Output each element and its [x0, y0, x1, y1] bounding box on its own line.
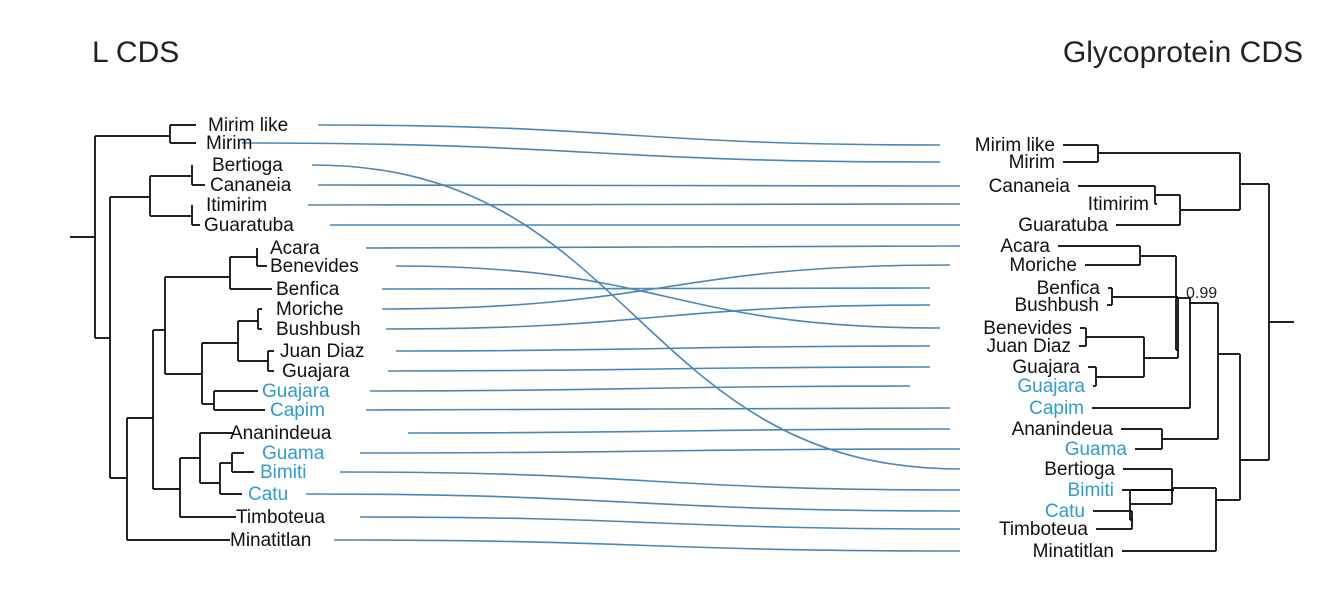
left-taxon-label: Bimiti: [260, 462, 306, 483]
right-taxon-label: Juan Diaz: [987, 336, 1072, 357]
left-taxon-label: Timboteua: [236, 507, 325, 528]
taxon-connector-line: [395, 345, 931, 352]
left-taxon-label: Bushbush: [276, 319, 361, 340]
taxon-connector-line: [359, 448, 961, 454]
left-taxon-label: Guajara: [282, 361, 350, 382]
taxon-connector-line: [307, 203, 961, 206]
right-taxon-label: Mirim: [1009, 152, 1055, 173]
right-taxon-label: Benfica: [1037, 278, 1101, 299]
left-taxon-label: Bertioga: [212, 155, 283, 176]
left-taxon-label: Itimirim: [206, 195, 267, 216]
right-taxon-label: Timboteua: [999, 519, 1088, 540]
left-taxon-label: Benevides: [270, 256, 359, 277]
support-value: 0.99: [1186, 285, 1217, 302]
taxon-connector-line: [385, 304, 931, 330]
left-taxon-label: Mirim like: [208, 115, 288, 136]
right-taxon-label: Acara: [1000, 236, 1050, 257]
taxon-connector-line: [365, 407, 951, 411]
right-taxon-label: Ananindeua: [1012, 419, 1114, 440]
right-taxon-label: Bushbush: [1014, 295, 1099, 316]
taxon-connector-line: [381, 264, 951, 310]
left-taxon-label: Minatitlan: [230, 530, 311, 551]
right-taxon-label: Guajara: [1012, 357, 1080, 378]
left-taxon-label: Juan Diaz: [280, 341, 365, 362]
left-taxon-label: Moriche: [276, 299, 344, 320]
taxon-connector-line: [317, 184, 961, 187]
taxon-connector-line: [339, 471, 961, 491]
right-taxon-label: Bertioga: [1044, 459, 1115, 480]
left-taxon-labels: Mirim likeMirimBertiogaCananeiaItimirimG…: [204, 115, 365, 551]
left-taxon-label: Guajara: [262, 381, 330, 402]
right-tree: [1058, 144, 1294, 552]
left-tree-title: L CDS: [92, 36, 179, 69]
left-taxon-label: Catu: [248, 484, 288, 505]
right-taxon-label: Guajara: [1017, 376, 1085, 397]
right-taxon-label: Itimirim: [1088, 194, 1149, 215]
right-taxon-label: Benevides: [983, 318, 1072, 339]
right-taxon-label: Catu: [1045, 501, 1085, 522]
right-taxon-label: Capim: [1029, 398, 1084, 419]
taxon-connector-line: [317, 124, 941, 146]
right-taxon-label: Bimiti: [1068, 480, 1114, 501]
right-taxon-label: Mirim like: [975, 135, 1055, 156]
left-taxon-label: Guama: [262, 443, 325, 464]
right-taxon-label: Guama: [1065, 439, 1128, 460]
taxon-connector-line: [407, 428, 951, 434]
right-taxon-labels: Mirim likeMirimCananeiaItimirimGuaratuba…: [975, 135, 1149, 562]
right-taxon-label: Cananeia: [989, 176, 1071, 197]
taxon-connector-line: [305, 493, 961, 512]
left-taxon-label: Guaratuba: [204, 215, 294, 236]
connector-lines: [241, 124, 961, 552]
left-taxon-label: Mirim: [206, 133, 252, 154]
taxon-connector-line: [365, 245, 961, 249]
taxon-connector-line: [395, 265, 941, 329]
right-taxon-label: Minatitlan: [1033, 541, 1114, 562]
left-taxon-label: Capim: [270, 400, 325, 421]
right-taxon-label: Moriche: [1009, 255, 1077, 276]
left-taxon-label: Acara: [270, 238, 320, 259]
left-tree: [70, 124, 274, 541]
left-taxon-label: Benfica: [276, 279, 340, 300]
taxon-connector-line: [369, 385, 911, 392]
left-taxon-label: Cananeia: [210, 175, 292, 196]
right-taxon-label: Guaratuba: [1018, 215, 1108, 236]
left-taxon-label: Ananindeua: [230, 423, 332, 444]
taxon-connector-line: [387, 366, 931, 372]
taxon-connector-line: [311, 164, 961, 470]
taxon-connector-line: [359, 516, 961, 530]
right-tree-title: Glycoprotein CDS: [1063, 36, 1303, 69]
taxon-connector-line: [241, 142, 941, 163]
taxon-connector-line: [333, 539, 961, 552]
